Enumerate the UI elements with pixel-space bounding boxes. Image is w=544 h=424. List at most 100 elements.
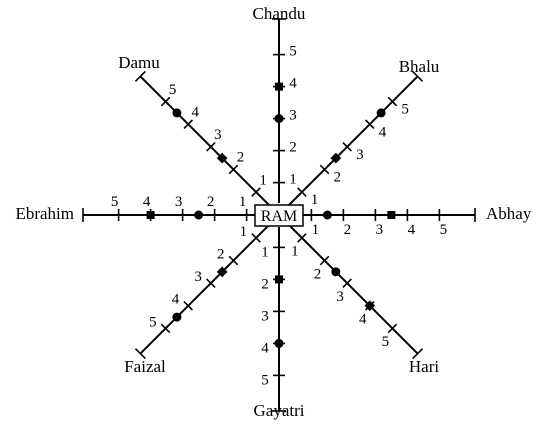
marker-circle-hari-0	[331, 267, 341, 277]
center-box	[254, 204, 304, 227]
name-faizal: Faizal	[124, 357, 166, 376]
tick-faizal-5	[160, 323, 171, 334]
tick-hari-5	[387, 323, 398, 334]
tick-label-bhalu-1: 1	[311, 192, 319, 208]
ray-line-faizal	[139, 222, 272, 355]
marker-diamond-faizal-0	[216, 266, 228, 278]
tick-label-hari-4: 4	[359, 312, 367, 328]
tick-label-bhalu-4: 4	[379, 124, 387, 140]
center-node: RAM	[254, 204, 304, 227]
tick-label-damu-5: 5	[169, 82, 177, 98]
marker-diamond-hari-1	[364, 300, 376, 312]
ray-end-damu	[134, 70, 146, 82]
tick-label-ebrahim-4: 4	[143, 194, 151, 210]
tick-label-bhalu-2: 2	[334, 170, 342, 186]
tick-label-gayatri-5: 5	[261, 372, 269, 388]
tick-label-chandu-5: 5	[289, 44, 297, 60]
name-ebrahim: Ebrahim	[15, 204, 74, 223]
tick-label-hari-1: 1	[291, 244, 299, 260]
tick-label-damu-1: 1	[259, 172, 267, 188]
ray-chandu: 1 2 3 4 5 Chandu	[253, 4, 306, 203]
tick-label-chandu-1: 1	[289, 172, 297, 188]
tick-label-abhay-1: 1	[312, 222, 320, 238]
marker-diamond-damu-0	[216, 152, 228, 164]
tick-label-faizal-4: 4	[172, 292, 180, 308]
ray-end-faizal	[134, 348, 146, 360]
tick-label-faizal-3: 3	[194, 269, 202, 285]
tick-label-bhalu-3: 3	[356, 147, 364, 163]
tick-label-abhay-5: 5	[440, 222, 448, 238]
tick-faizal-1	[251, 233, 261, 243]
marker-diamond-bhalu-0	[330, 152, 342, 164]
tick-label-damu-3: 3	[214, 127, 222, 143]
tick-label-bhalu-5: 5	[401, 102, 409, 118]
tick-faizal-3	[206, 278, 216, 288]
tick-label-gayatri-2: 2	[261, 276, 269, 292]
marker-circle-abhay-0	[322, 210, 332, 220]
ray-line-hari	[286, 222, 419, 355]
tick-faizal-4	[183, 300, 194, 311]
tick-label-gayatri-3: 3	[261, 308, 269, 324]
tick-label-abhay-3: 3	[376, 222, 384, 238]
tick-label-faizal-1: 1	[240, 224, 248, 240]
tick-label-damu-2: 2	[237, 150, 245, 166]
name-bhalu: Bhalu	[399, 57, 440, 76]
ray-line-damu	[139, 75, 272, 208]
marker-circle-gayatri-1	[274, 338, 284, 348]
tick-label-chandu-2: 2	[289, 140, 297, 156]
marker-square-ebrahim-1	[146, 211, 155, 219]
tick-damu-2	[228, 164, 239, 175]
tick-label-gayatri-4: 4	[261, 340, 269, 356]
ray-end-bhalu	[412, 70, 424, 82]
marker-circle-damu-1	[172, 108, 182, 118]
tick-label-hari-3: 3	[336, 289, 344, 305]
tick-faizal-2	[228, 255, 239, 266]
marker-square-abhay-1	[387, 211, 396, 219]
tick-label-abhay-2: 2	[344, 222, 352, 238]
tick-label-abhay-4: 4	[408, 222, 416, 238]
marker-circle-chandu-0	[274, 114, 284, 124]
name-damu: Damu	[118, 53, 160, 72]
ray-abhay: 1 2 3 4 5 Abhay	[291, 204, 532, 238]
ray-line-bhalu	[286, 75, 419, 208]
tick-label-ebrahim-3: 3	[175, 194, 183, 210]
tick-label-gayatri-1: 1	[261, 244, 269, 260]
tick-label-chandu-4: 4	[289, 76, 297, 92]
tick-label-faizal-2: 2	[217, 246, 225, 262]
ray-end-hari	[412, 348, 424, 360]
name-gayatri: Gayatri	[254, 401, 305, 420]
name-chandu: Chandu	[253, 4, 306, 23]
tick-hari-1	[297, 233, 307, 243]
tick-bhalu-2	[319, 164, 330, 175]
name-hari: Hari	[409, 357, 439, 376]
marker-square-chandu-1	[275, 82, 283, 91]
tick-hari-3	[342, 278, 352, 288]
marker-square-gayatri-0	[275, 275, 283, 284]
tick-bhalu-4	[364, 119, 375, 130]
marker-circle-faizal-1	[172, 312, 182, 322]
tick-damu-4	[183, 119, 194, 130]
tick-damu-5	[160, 96, 171, 107]
tick-label-hari-2: 2	[314, 266, 322, 282]
tick-label-hari-5: 5	[382, 334, 390, 350]
marker-circle-bhalu-1	[376, 108, 386, 118]
marker-circle-ebrahim-0	[194, 210, 204, 220]
tick-hari-2	[319, 255, 330, 266]
tick-label-ebrahim-5: 5	[111, 194, 119, 210]
tick-label-ebrahim-1: 1	[239, 194, 247, 210]
tick-damu-3	[206, 142, 216, 152]
tick-bhalu-1	[297, 187, 307, 197]
tick-label-ebrahim-2: 2	[207, 194, 215, 210]
tick-damu-1	[251, 187, 261, 197]
tick-label-chandu-3: 3	[289, 108, 297, 124]
name-abhay: Abhay	[486, 204, 532, 223]
tick-bhalu-3	[342, 142, 352, 152]
